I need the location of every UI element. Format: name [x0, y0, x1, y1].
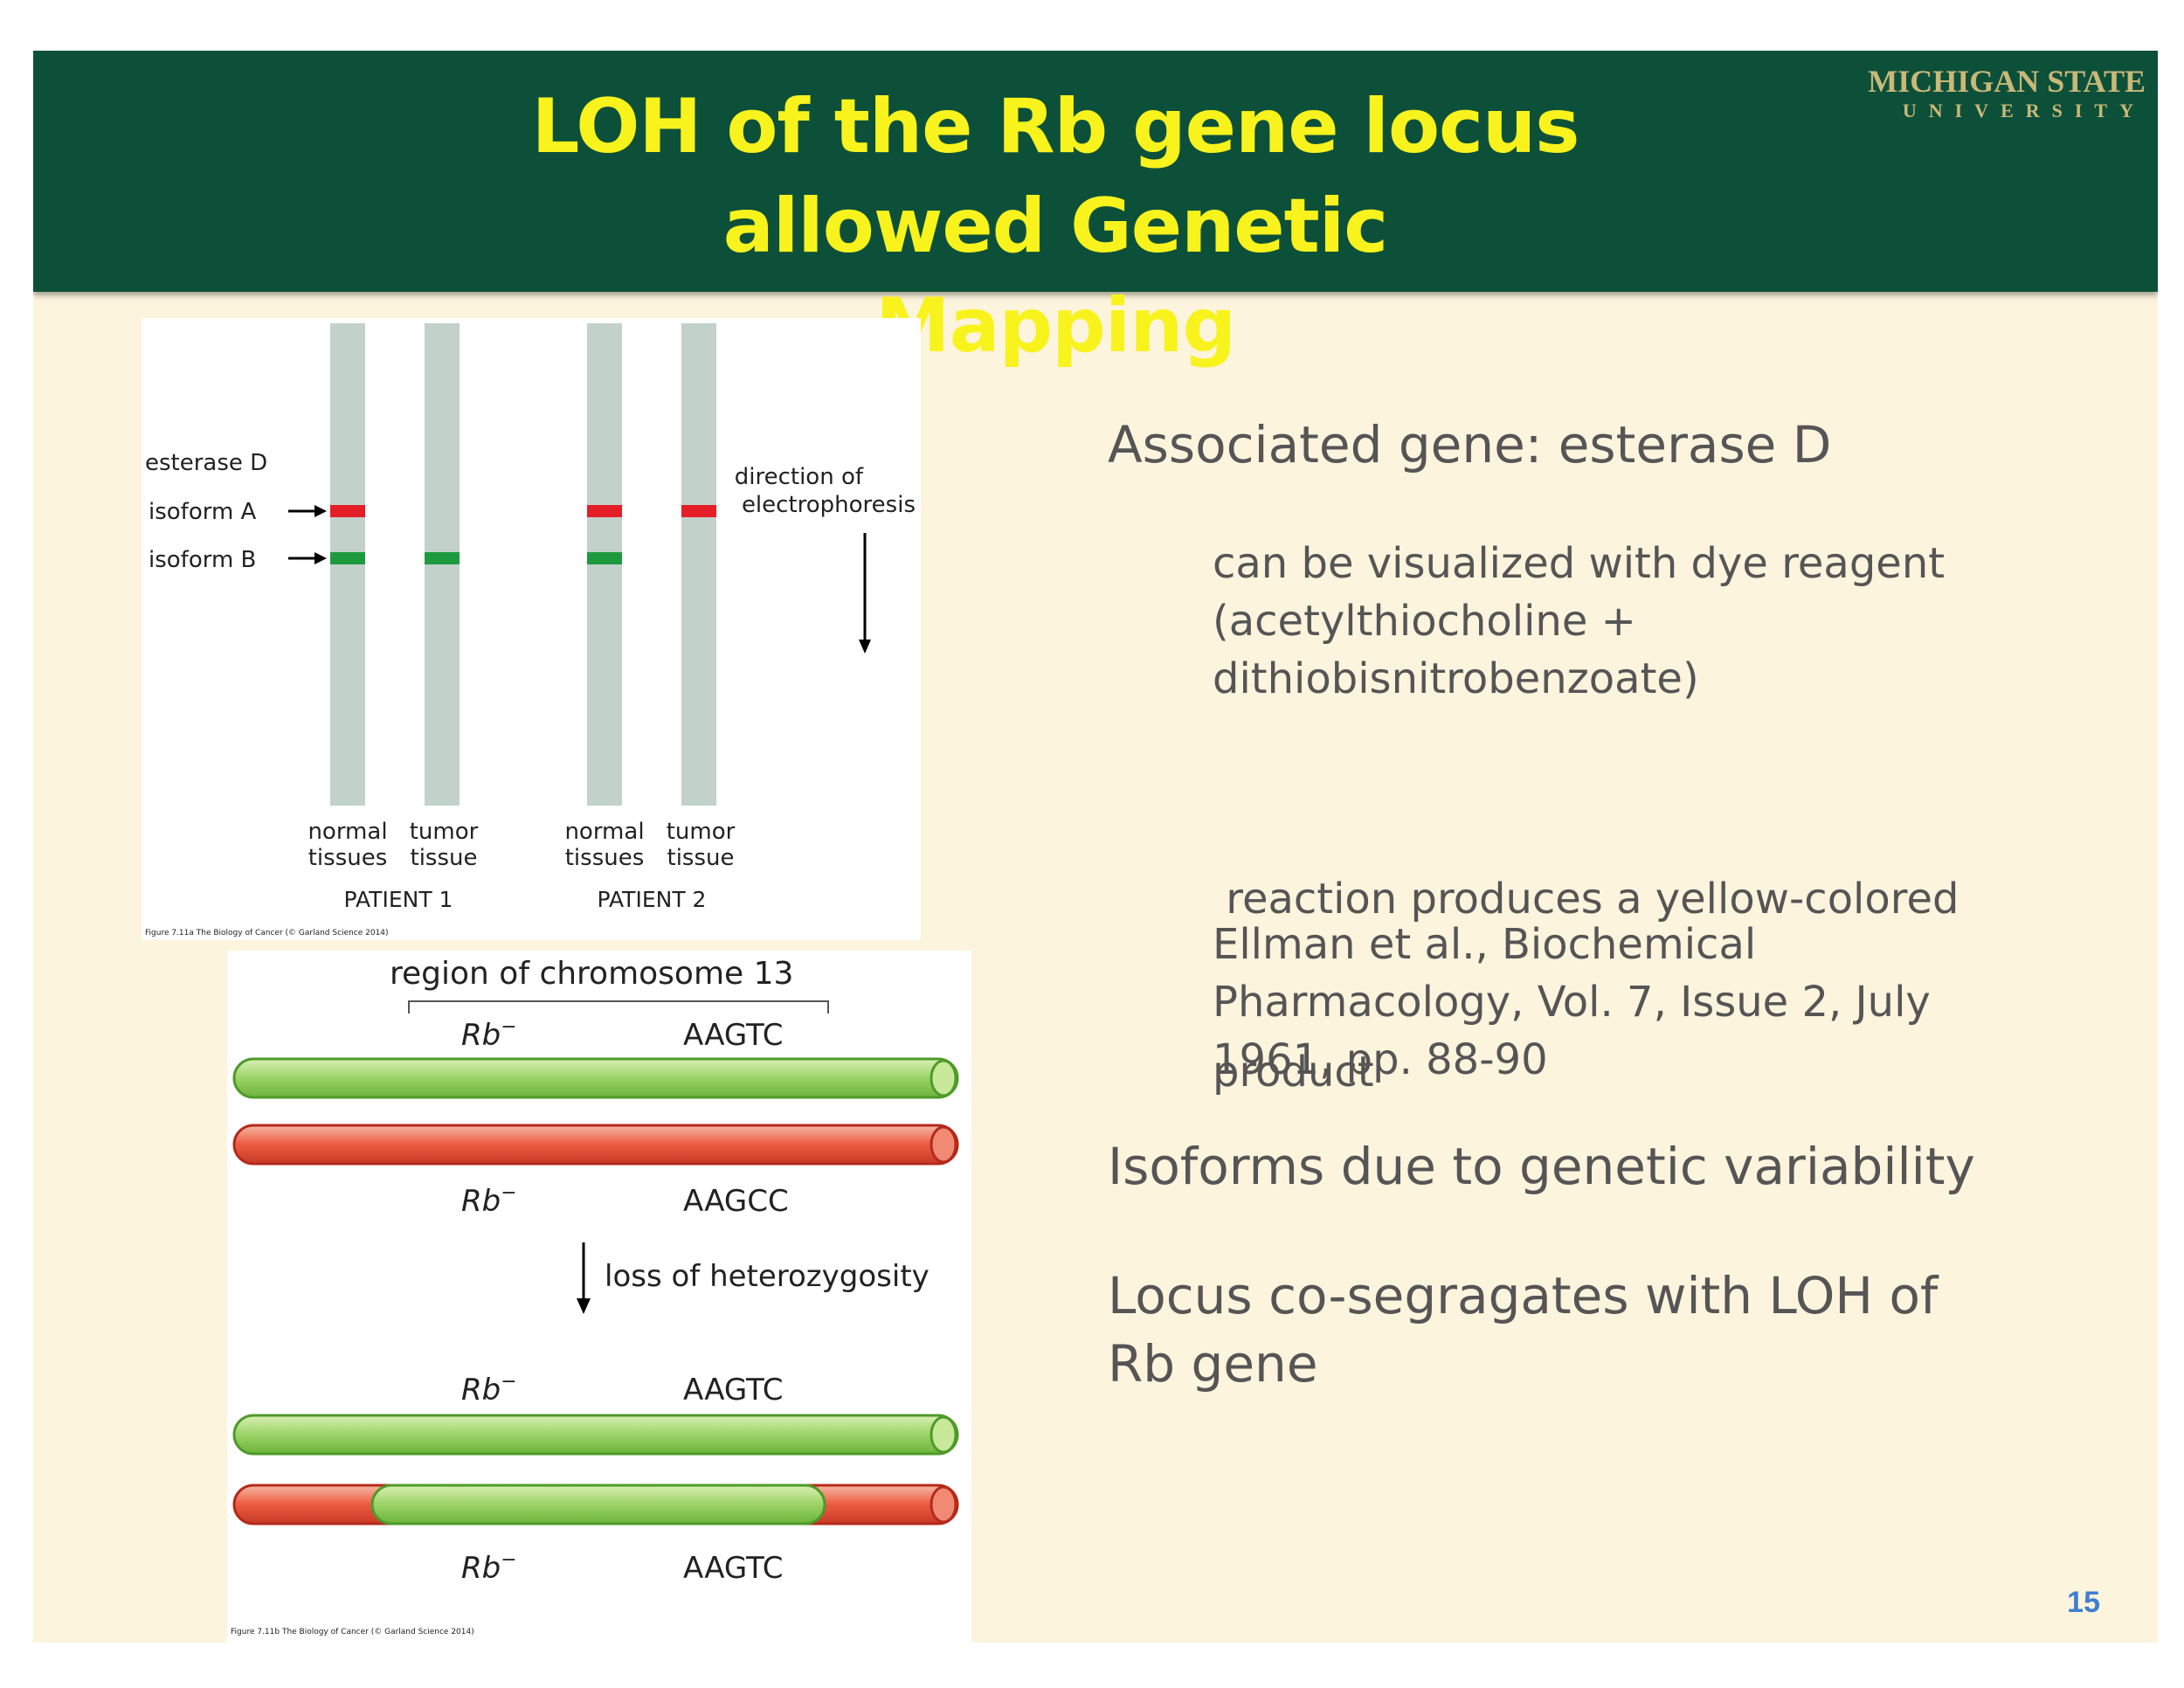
bullet-locus: Locus co-segragates with LOH of Rb gene: [1108, 1262, 1938, 1398]
direction-label-line-1: direction of: [735, 464, 864, 490]
rb-label-1: Rb−: [461, 1016, 517, 1053]
lane-label-p2-tumor-2: tissue: [667, 845, 735, 871]
isoform-a-arrow: [288, 505, 327, 517]
sequence-2: AAGCC: [683, 1184, 789, 1219]
sequence-3: AAGTC: [683, 1373, 784, 1408]
bullet-dye-reagent: can be visualized with dye reagent (acet…: [1213, 535, 1945, 708]
lane-label-p2-normal-2: tissues: [565, 845, 645, 871]
band-p2-tumor-isoform-a: [681, 505, 716, 517]
svg-text:Rb−: Rb−: [461, 1549, 517, 1586]
band-p1-tumor-isoform-b: [425, 552, 460, 564]
bullet-isoforms: Isoforms due to genetic variability: [1108, 1132, 1975, 1200]
chromosome-recombinant-bottom: [234, 1485, 957, 1524]
band-p1-normal-isoform-a: [330, 505, 365, 517]
loh-down-arrow: [577, 1242, 591, 1314]
chromosome-figure: region of chromosome 13 Rb− AAGTC Rb− AA…: [227, 951, 971, 1643]
chromosome-green-top: [234, 1059, 957, 1097]
svg-text:Rb−: Rb−: [461, 1182, 517, 1219]
chromosome-loh-diagram: region of chromosome 13 Rb− AAGTC Rb− AA…: [227, 951, 971, 1643]
lane-label-p2-normal-1: normal: [564, 819, 644, 845]
lane-label-p1-normal-2: tissues: [308, 845, 388, 871]
chromosome-red-top: [234, 1125, 957, 1164]
patient-1-label: PATIENT 1: [344, 887, 453, 912]
rb-label-4: Rb−: [461, 1549, 517, 1586]
page-number: 15: [2067, 1586, 2100, 1620]
dye-reagent-line-3: dithiobisnitrobenzoate): [1213, 650, 1945, 708]
citation-line-3: 1961, pp. 88-90: [1213, 1031, 1931, 1089]
msu-logo-line-1: MICHIGAN STATE: [1868, 63, 2146, 100]
isoform-a-label: isoform A: [149, 499, 257, 525]
rb-label-3: Rb−: [461, 1371, 517, 1408]
band-p2-normal-isoform-a: [587, 505, 622, 517]
dye-reagent-line-2: (acetylthiocholine +: [1213, 592, 1945, 650]
slide: LOH of the Rb gene locus allowed Genetic…: [33, 51, 2158, 1643]
msu-logo-line-2: UNIVERSITY: [1903, 100, 2146, 122]
region-label: region of chromosome 13: [390, 956, 793, 992]
citation-line-1: Ellman et al., Biochemical: [1213, 916, 1931, 973]
electrophoresis-figure: esterase D isoform A isoform B direction…: [142, 318, 921, 940]
esterase-d-label: esterase D: [145, 450, 267, 476]
locus-line-2: Rb gene: [1108, 1330, 1938, 1398]
direction-down-arrow: [859, 533, 871, 654]
rb-label-2: Rb−: [461, 1182, 517, 1219]
lane-label-p2-tumor-1: tumor: [667, 819, 736, 845]
title-line-1: LOH of the Rb gene locus: [531, 77, 1579, 176]
svg-text:Rb−: Rb−: [461, 1016, 517, 1053]
figure-b-caption: Figure 7.11b The Biology of Cancer (© Ga…: [231, 1628, 474, 1636]
lane-label-p1-tumor-1: tumor: [410, 819, 479, 845]
patient-2-label: PATIENT 2: [598, 887, 707, 912]
lane-label-p1-normal-1: normal: [308, 819, 387, 845]
chromosome-green-bottom: [234, 1415, 957, 1454]
figure-a-caption: Figure 7.11a The Biology of Cancer (© Ga…: [145, 929, 389, 937]
direction-label-line-2: electrophoresis: [742, 492, 916, 518]
bullet-citation: Ellman et al., Biochemical Pharmacology,…: [1213, 916, 1931, 1089]
electrophoresis-diagram: esterase D isoform A isoform B direction…: [142, 318, 921, 940]
band-p2-normal-isoform-b: [587, 552, 622, 564]
loh-label: loss of heterozygosity: [605, 1259, 930, 1294]
locus-line-1: Locus co-segragates with LOH of: [1108, 1262, 1938, 1330]
sequence-1: AAGTC: [683, 1018, 784, 1053]
dye-reagent-line-1: can be visualized with dye reagent: [1213, 535, 1945, 592]
band-p1-normal-isoform-b: [330, 552, 365, 564]
sequence-4: AAGTC: [683, 1551, 784, 1586]
lane-label-p1-tumor-2: tissue: [411, 845, 478, 871]
svg-text:Rb−: Rb−: [461, 1371, 517, 1408]
lane-p2-tumor: [681, 323, 716, 806]
isoform-b-label: isoform B: [149, 547, 256, 573]
region-bracket: [409, 1001, 828, 1013]
citation-line-2: Pharmacology, Vol. 7, Issue 2, July: [1213, 973, 1931, 1031]
title-bar: LOH of the Rb gene locus allowed Genetic…: [33, 51, 2158, 292]
bullet-associated-gene: Associated gene: esterase D: [1108, 411, 1831, 479]
isoform-b-arrow: [288, 552, 327, 564]
